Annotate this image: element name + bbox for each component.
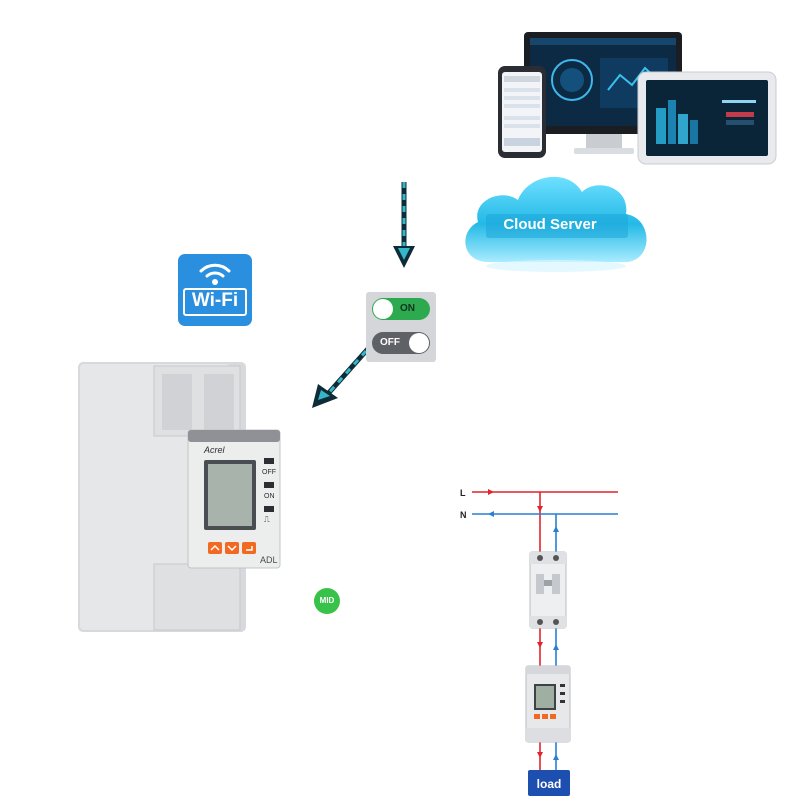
neutral-wire	[472, 511, 618, 770]
meter-button-down[interactable]	[225, 542, 239, 554]
on-label: ON	[400, 303, 415, 314]
off-toggle[interactable]: OFF	[372, 332, 430, 354]
diagonal-arrow	[312, 340, 376, 408]
neutral-label: N	[460, 510, 467, 520]
off-label: OFF	[380, 337, 400, 348]
line-label: L	[460, 488, 466, 498]
wifi-badge: Wi-Fi	[178, 254, 252, 326]
meter-brand: Acrel	[203, 445, 226, 455]
cloud-server-label: Cloud Server	[503, 216, 597, 233]
client-devices-illustration	[498, 32, 777, 165]
wifi-icon	[199, 263, 231, 285]
switch-panel: ON OFF	[366, 292, 436, 362]
wiring-diagram: L N	[460, 488, 618, 796]
circuit-breaker-icon	[529, 551, 567, 629]
meter-model-label: ADL	[260, 555, 278, 565]
load-label: load	[537, 777, 562, 791]
indicator-pulse-label: ⎍	[264, 515, 270, 524]
smartphone-icon	[498, 66, 546, 158]
meter-button-up[interactable]	[208, 542, 222, 554]
tablet-icon	[637, 71, 777, 165]
energy-meter-small	[525, 665, 571, 743]
wifi-label: Wi-Fi	[191, 290, 239, 311]
indicator-on-label: ON	[264, 493, 275, 500]
indicator-off-label: OFF	[262, 469, 276, 476]
on-toggle[interactable]: ON	[372, 298, 430, 320]
energy-meter-large: Acrel OFF ON ⎍ ADL	[78, 362, 281, 632]
load-box: load	[528, 770, 570, 796]
down-arrow	[393, 182, 415, 268]
line-wire	[472, 489, 618, 770]
mid-badge: MID	[314, 588, 340, 614]
cloud-server-icon	[465, 176, 647, 272]
meter-button-enter[interactable]	[242, 542, 256, 554]
